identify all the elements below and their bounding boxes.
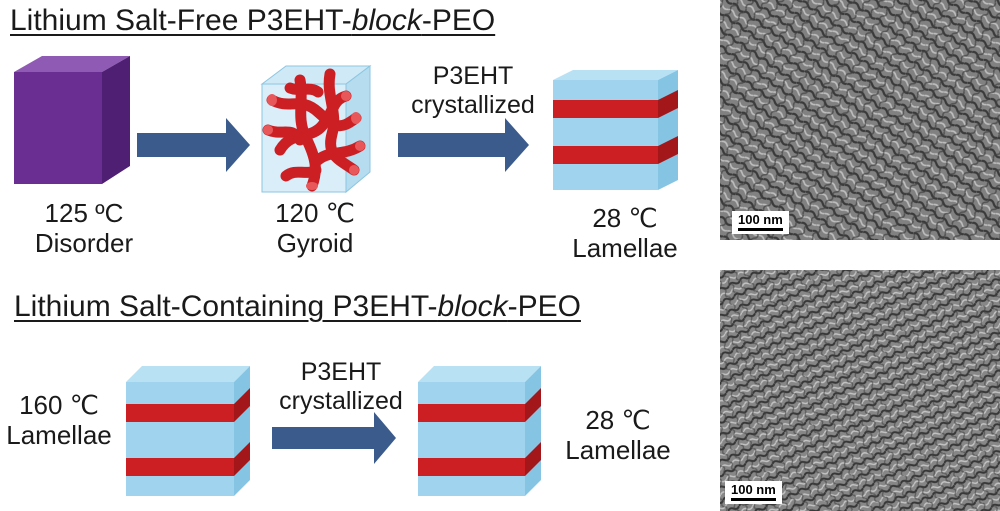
top-arrow-2-line1: P3EHT: [432, 62, 514, 90]
top-arrow-2: [398, 118, 529, 172]
bottom-stage2-phase: Lamellae: [565, 435, 671, 465]
top-arrow-1: [137, 118, 250, 172]
top-stage2-phase: Gyroid: [276, 228, 354, 258]
bottom-arrow-line2: crystallized: [279, 387, 403, 415]
top-stage3-phase: Lamellae: [572, 233, 678, 263]
bottom-stage1-temp: 160 ℃: [19, 390, 99, 420]
bottom-heading-post: -PEO: [507, 290, 581, 323]
tem-top-scalebar: 100 nm: [732, 211, 789, 234]
tem-image-top: [720, 0, 1000, 240]
bottom-arrow: [272, 412, 396, 464]
top-heading: Lithium Salt-Free P3EHT-block-PEO: [10, 4, 495, 38]
top-stage1-label: 125 ºC Disorder: [14, 198, 154, 258]
bottom-heading-pre: Lithium Salt-Containing P3EHT-: [14, 290, 438, 323]
bottom-stage1-label: 160 ℃ Lamellae: [0, 390, 118, 450]
top-stage2-temp: 120 ℃: [275, 198, 355, 228]
tem-bottom-scalebar: 100 nm: [725, 481, 782, 504]
tem-top-scale-line: [738, 228, 783, 231]
bottom-heading-italic: block: [437, 290, 508, 323]
bottom-heading: Lithium Salt-Containing P3EHT-block-PEO: [14, 290, 581, 324]
tem-top-scale-text: 100 nm: [738, 212, 783, 227]
top-stage3-label: 28 ℃ Lamellae: [555, 203, 695, 263]
top-heading-post: -PEO: [421, 4, 496, 37]
top-arrow-2-line2: crystallized: [411, 91, 535, 119]
bottom-stage2-label: 28 ℃ Lamellae: [548, 405, 688, 465]
disorder-cube: [14, 56, 130, 184]
top-heading-pre: Lithium Salt-Free P3EHT-: [10, 4, 352, 37]
top-stage1-phase: Disorder: [34, 228, 134, 258]
bottom-stage1-phase: Lamellae: [6, 420, 112, 450]
bottom-stage2-temp: 28 ℃: [585, 405, 651, 435]
top-lamellae-cube: [553, 70, 678, 190]
gyroid-cube: [260, 65, 372, 194]
bottom-arrow-line1: P3EHT: [300, 358, 382, 386]
bottom-lamellae-cube-1: [126, 366, 250, 496]
tem-bottom-scale-line: [731, 498, 776, 501]
top-stage1-temp: 125 ºC: [44, 198, 124, 228]
top-stage2-label: 120 ℃ Gyroid: [250, 198, 380, 258]
tem-image-bottom: [720, 270, 1000, 511]
bottom-arrow-label: P3EHT crystallized: [266, 358, 416, 416]
top-arrow-2-label: P3EHT crystallized: [398, 62, 548, 120]
tem-bottom-scale-text: 100 nm: [731, 482, 776, 497]
bottom-lamellae-cube-2: [418, 366, 541, 496]
top-heading-italic: block: [351, 4, 422, 37]
top-stage3-temp: 28 ℃: [592, 203, 658, 233]
